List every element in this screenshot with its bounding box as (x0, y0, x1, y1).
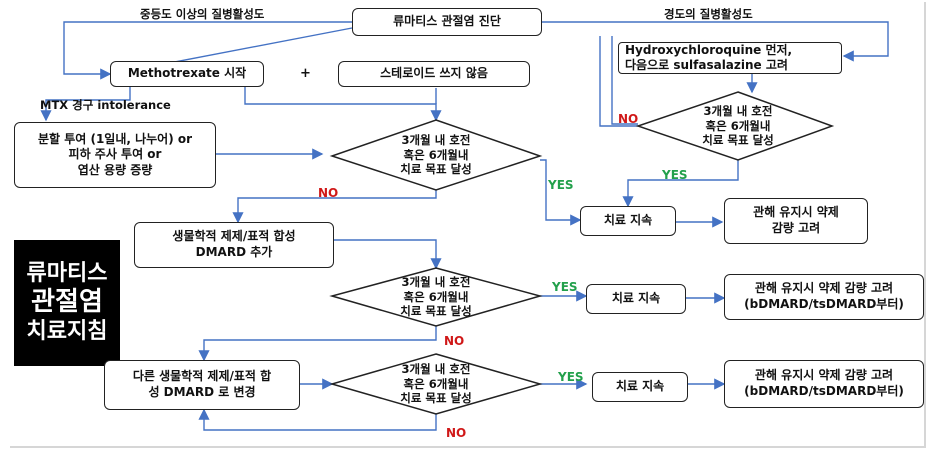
continue-box-3: 치료 지속 (592, 372, 688, 402)
continue-box-1: 치료 지속 (580, 206, 676, 236)
decision-diamond-2 (329, 267, 543, 327)
taper-box-2: 관해 유지시 약제 감량 고려 (bDMARD/tsDMARD부터) (724, 274, 924, 320)
decision-2-text: 3개월 내 호전 혹은 6개월내 치료 목표 달성 (400, 275, 472, 319)
yes-label-1: YES (548, 178, 574, 192)
no-steroid-box: 스테로이드 쓰지 않음 (338, 61, 530, 87)
add-bio-box: 생물학적 제제/표적 합성 DMARD 추가 (134, 222, 334, 268)
hcq-box: Hydroxychloroquine 먼저, 다음으로 sulfasalazin… (618, 42, 842, 74)
change-bio-box: 다른 생물학적 제제/표적 합 성 DMARD 로 변경 (104, 360, 300, 410)
yes-label-2: YES (552, 280, 578, 294)
hcq-line2: 다음으로 sulfasalazine 고려 (625, 58, 788, 72)
decision-right-text: 3개월 내 호전 혹은 6개월내 치료 목표 달성 (702, 104, 774, 148)
mtx-intolerance-label: MTX 경구 intolerance (40, 98, 171, 112)
no-label-1: NO (318, 186, 339, 200)
plus-sign: + (300, 66, 311, 81)
yes-label-right: YES (662, 168, 688, 182)
decision-1-text: 3개월 내 호전 혹은 6개월내 치료 목표 달성 (400, 133, 472, 177)
decision-3-text: 3개월 내 호전 혹은 6개월내 치료 목표 달성 (400, 362, 472, 406)
side-title: 류마티스 관절염 치료지침 (14, 240, 120, 366)
decision-diamond-right (635, 91, 835, 161)
methotrexate-box: Methotrexate 시작 (110, 61, 264, 87)
side-title-line1: 류마티스 (26, 261, 108, 287)
split-dose-box: 분할 투여 (1일내, 나누어) or 피하 주사 투여 or 엽산 용량 증량 (14, 122, 216, 188)
no-label-3: NO (446, 426, 467, 440)
taper-box-1: 관해 유지시 약제 감량 고려 (724, 198, 868, 244)
decision-diamond-3 (329, 353, 543, 415)
frame-shadow (10, 2, 926, 448)
yes-label-3: YES (558, 370, 584, 384)
severity-high-label: 중등도 이상의 질병활성도 (140, 7, 265, 21)
decision-diamond-1 (329, 119, 543, 191)
continue-box-2: 치료 지속 (586, 284, 686, 314)
no-label-2: NO (444, 334, 465, 348)
taper-box-3: 관해 유지시 약제 감량 고려 (bDMARD/tsDMARD부터) (724, 360, 924, 408)
severity-low-label: 경도의 질병활성도 (664, 7, 753, 21)
diagnosis-box: 류마티스 관절염 진단 (352, 8, 542, 36)
side-title-line3: 치료지침 (26, 318, 108, 344)
side-title-line2: 관절염 (31, 287, 103, 318)
hcq-line1: Hydroxychloroquine 먼저, (625, 43, 793, 57)
no-label-right: NO (618, 112, 639, 126)
